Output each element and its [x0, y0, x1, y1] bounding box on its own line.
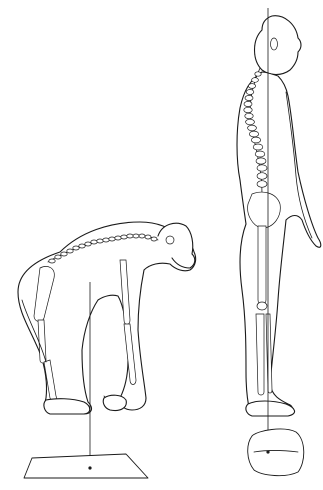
human-ear [271, 38, 278, 50]
chimpanzee-figure [18, 222, 196, 478]
chimpanzee-gravity-point [88, 466, 91, 469]
human-support-base [248, 429, 304, 476]
human-gravity-point [266, 450, 269, 453]
chimpanzee-support-base [24, 454, 148, 478]
chimpanzee-ear [166, 236, 174, 244]
human-figure [237, 8, 321, 476]
chimpanzee-knuckle-hand [103, 395, 126, 410]
